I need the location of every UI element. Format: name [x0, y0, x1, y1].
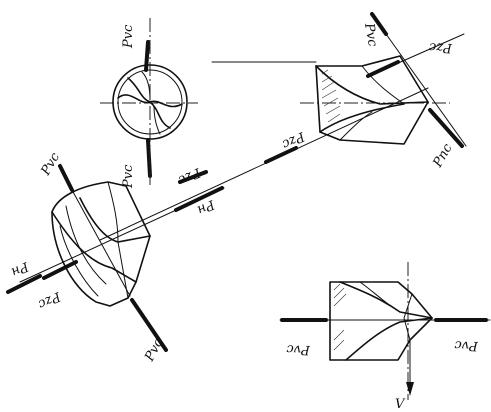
- br-edge-a: [339, 281, 433, 319]
- pzc-force-line-tr: [366, 60, 400, 78]
- br-pvc-left-label: Pvc: [286, 341, 312, 357]
- br-drill-outline: [329, 281, 433, 361]
- pvc-force-line-left-bottom: [130, 298, 168, 352]
- web-line-b: [153, 105, 161, 135]
- v-arrow-head: [406, 382, 414, 396]
- pzc-force-line-left-bottom: [42, 260, 78, 280]
- cutting-edge-lower: [319, 103, 405, 133]
- hatching: [321, 69, 341, 123]
- left-edge-a: [51, 211, 137, 283]
- pvc-force-line-left: [58, 164, 74, 192]
- flute-lower: [149, 101, 171, 129]
- left-edge-c: [107, 181, 119, 243]
- land-line: [361, 65, 405, 105]
- br-edge-c: [359, 281, 401, 313]
- drill-body-outline: [315, 55, 429, 145]
- left-edge-f: [59, 225, 99, 297]
- pvc-axis-left: [71, 189, 131, 297]
- br-edge-b: [345, 317, 433, 361]
- left-edge-b: [79, 197, 151, 243]
- left-edge-d: [65, 205, 107, 285]
- flute-upper: [127, 77, 151, 103]
- web-line-a: [141, 71, 151, 101]
- drill-outer-circle: [112, 64, 188, 140]
- br-hatching: [333, 283, 347, 351]
- left-pn-top-label: Pн: [195, 196, 218, 217]
- left-pn-bottom-label: Pн: [9, 258, 32, 279]
- circle-top-label: Pvc: [121, 24, 136, 49]
- tr-pnc-label: Pnc: [430, 141, 456, 171]
- pnc-axis-line: [385, 33, 467, 147]
- circle-bottom-label: Pvc: [121, 164, 136, 189]
- pzc-force-line-left-top: [178, 170, 208, 184]
- drill-inner-circle: [117, 69, 183, 135]
- br-pvc-right-label: Pvc: [454, 337, 480, 353]
- br-edge-d: [403, 293, 413, 341]
- pn-force-line-bottom: [6, 274, 42, 294]
- drill-point-left: [6, 164, 225, 352]
- left-pvc-bottom-label: Pvc: [142, 336, 167, 365]
- tr-pvc-label: Pvc: [361, 21, 380, 48]
- drill-point-top-right: [211, 12, 467, 148]
- pnc-force-line: [428, 108, 464, 148]
- tr-pzc-label: Pzc: [428, 39, 453, 55]
- br-v-label: V: [395, 397, 406, 412]
- diagonal-projection-line: [99, 87, 429, 241]
- pvc-force-line-tr: [370, 12, 388, 36]
- flute-line: [339, 111, 373, 141]
- left-pzc-top-label: Pzc: [175, 164, 204, 188]
- cutting-edge-upper: [315, 65, 429, 105]
- pzc-axis-tr: [395, 33, 465, 65]
- pzc-force-line-diag: [264, 146, 298, 164]
- left-pzc-bottom-label: Pzc: [35, 288, 64, 312]
- drill-end-view: [100, 18, 198, 185]
- drill-point-bottom-right: [279, 262, 491, 400]
- diag-pzc-label: Pzc: [279, 128, 308, 152]
- pn-force-line-top: [174, 186, 224, 212]
- pvc-bottom-force-line: [146, 138, 152, 178]
